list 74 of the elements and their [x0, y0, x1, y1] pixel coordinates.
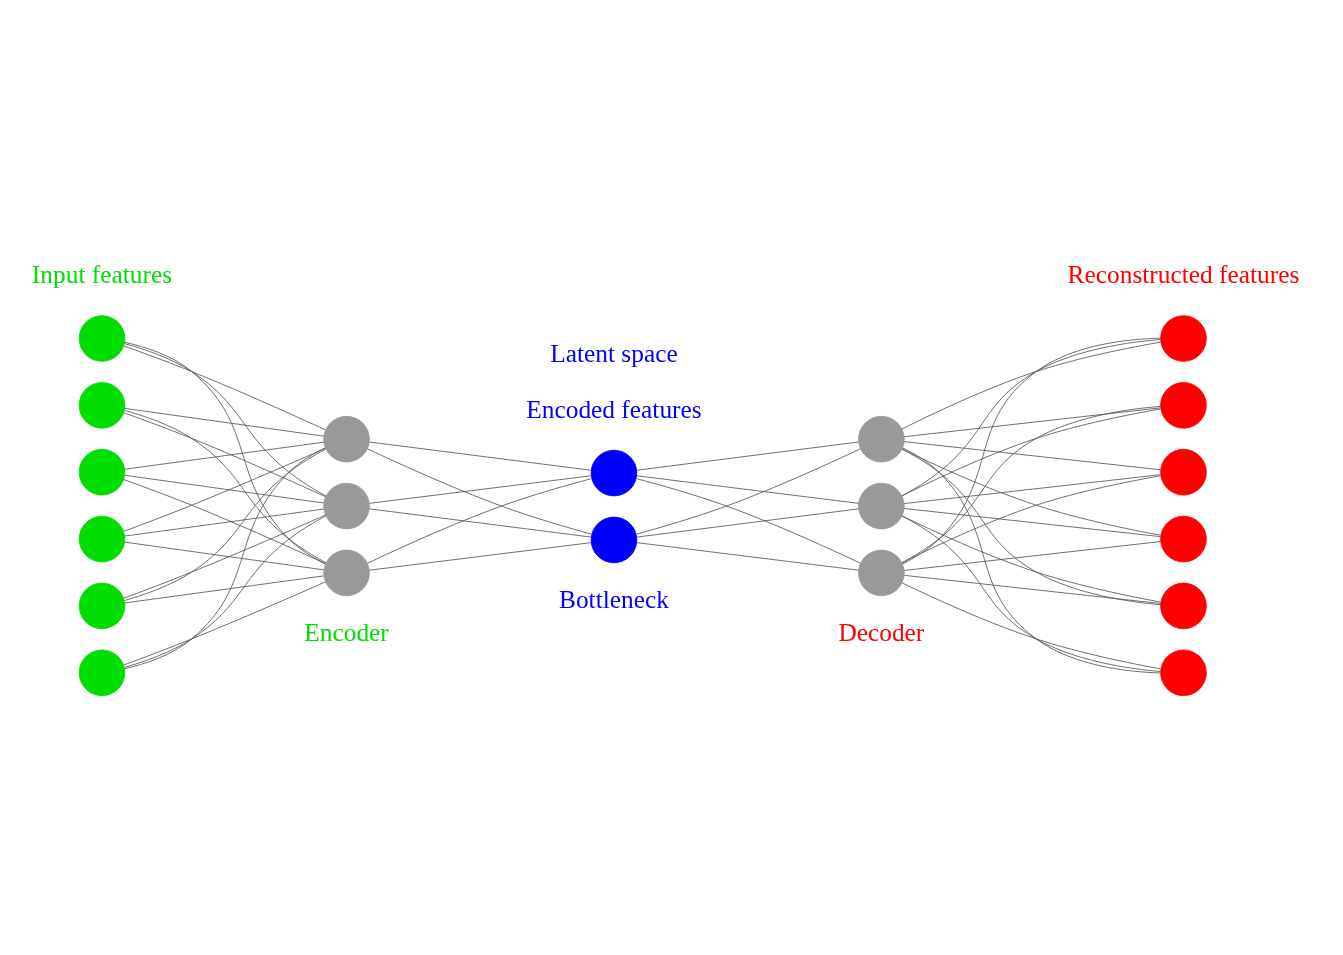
connector	[901, 406, 1162, 564]
connector	[903, 407, 1161, 438]
connector	[124, 541, 325, 571]
node-circle	[78, 582, 126, 630]
connector	[903, 508, 1161, 538]
connector	[636, 441, 859, 471]
connector	[636, 448, 861, 535]
connector	[636, 475, 859, 504]
node-circle	[1160, 382, 1207, 429]
connector	[901, 448, 1162, 606]
label: Decoder	[838, 618, 925, 647]
connector	[636, 478, 861, 564]
node-circle	[323, 482, 370, 530]
connector	[124, 441, 325, 470]
label: Encoder	[304, 618, 389, 647]
connector	[368, 542, 592, 571]
connector	[124, 508, 325, 537]
connector	[124, 408, 325, 437]
connector	[901, 408, 1162, 497]
node-circle	[858, 415, 905, 463]
node-circle	[323, 549, 370, 597]
connector	[901, 341, 1162, 430]
node-circle	[1160, 315, 1207, 362]
node-circle	[590, 516, 638, 564]
connector	[123, 447, 326, 532]
connector	[636, 508, 859, 538]
connector	[124, 474, 325, 504]
node-circle	[858, 482, 905, 530]
node-circle	[78, 649, 126, 697]
label: Bottleneck	[558, 585, 669, 614]
node-circle	[78, 382, 126, 429]
node-circle	[590, 449, 638, 497]
connector	[636, 542, 859, 571]
connector	[124, 341, 326, 565]
connector	[901, 475, 1162, 564]
label: Encoded features	[526, 394, 702, 423]
connector	[124, 448, 327, 601]
connector	[368, 475, 592, 504]
connector	[124, 447, 326, 670]
connector	[367, 448, 592, 535]
node-circle	[858, 549, 905, 597]
connector	[124, 515, 327, 668]
connector	[902, 337, 1161, 565]
connector	[903, 474, 1161, 504]
node-circle	[1160, 649, 1207, 697]
connector	[124, 575, 325, 604]
node-circle	[78, 448, 126, 496]
connector	[901, 515, 1162, 672]
connector	[901, 339, 1162, 497]
connector	[903, 574, 1161, 604]
node-circle	[1160, 582, 1207, 630]
node-circle	[1160, 515, 1207, 563]
connector	[903, 441, 1161, 471]
connector	[123, 479, 326, 564]
connector	[368, 508, 592, 538]
connector	[123, 412, 326, 498]
connector	[901, 515, 1162, 603]
connector	[368, 441, 592, 471]
node-circle	[1160, 448, 1207, 496]
connector	[123, 514, 326, 599]
connector	[901, 582, 1162, 670]
connector	[123, 581, 326, 666]
node-circle	[323, 415, 370, 463]
node-circle	[78, 315, 126, 362]
label: Input features	[31, 260, 173, 289]
connector	[902, 447, 1161, 674]
label: Latent space	[550, 338, 678, 367]
connector	[124, 410, 327, 564]
connector	[123, 345, 326, 431]
connector	[124, 343, 327, 497]
connector	[367, 478, 592, 564]
node-circle	[78, 515, 126, 563]
connector	[903, 541, 1161, 571]
label: Reconstructed features	[1067, 260, 1300, 289]
